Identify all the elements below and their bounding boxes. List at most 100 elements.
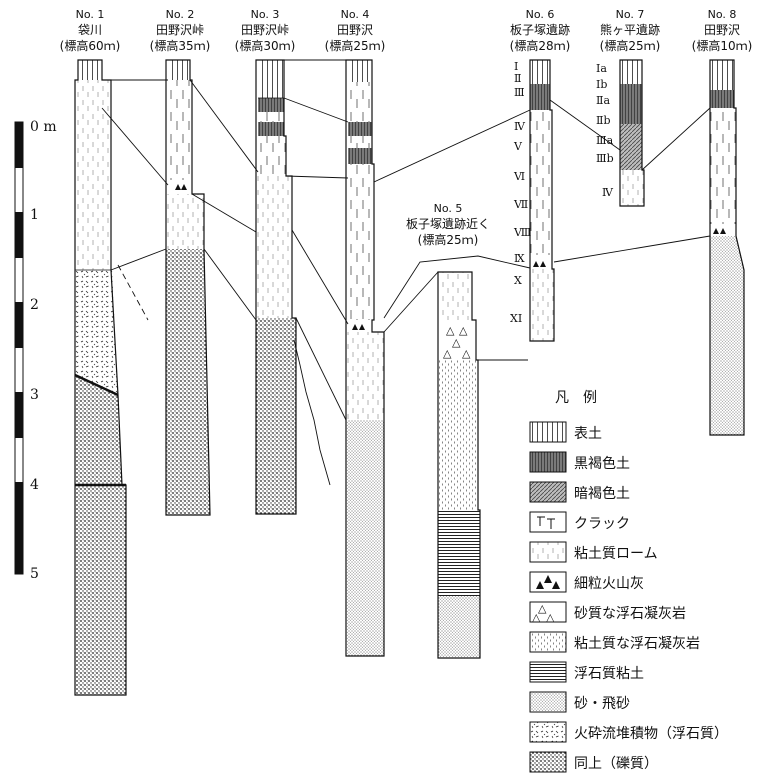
layer-black-brown <box>620 84 642 124</box>
layer-label: ⅩⅠ <box>510 312 522 325</box>
layer-sand <box>438 596 480 658</box>
layer-label: Ⅷ <box>513 226 531 239</box>
column-elevation: (標高25ｍ) <box>418 232 479 247</box>
column-elevation: (標高35ｍ) <box>150 38 211 53</box>
svg-text:△: △ <box>459 324 468 337</box>
layer-clay-loam <box>256 176 292 318</box>
header-no3: No. 3 田野沢峠 (標高30ｍ) <box>235 8 296 53</box>
legend-item: 浮石質粘土 <box>529 661 644 683</box>
column-no8 <box>709 59 745 436</box>
layer-clay-tuff <box>438 360 478 510</box>
column-no2 <box>165 59 211 516</box>
layer-label: Ⅰ <box>514 60 518 73</box>
legend-label: 砂・飛砂 <box>574 696 630 712</box>
layer-label: Ⅳ <box>602 186 614 199</box>
layer-label: Ⅳ <box>514 120 526 133</box>
column-no4 <box>345 59 385 657</box>
column-place: 田野沢 <box>337 23 373 37</box>
layer-gravel <box>75 375 122 485</box>
legend-label: 細粒火山灰 <box>574 576 644 592</box>
layer-dark-brown <box>620 124 642 170</box>
svg-text:△: △ <box>446 324 455 337</box>
column-number: No. 7 <box>616 8 645 21</box>
layer-pyroclastic-flow <box>75 270 118 395</box>
layer-label: Ⅶ <box>513 198 528 211</box>
scale-label: 5 <box>30 566 39 582</box>
legend: 凡 例 表土 黒褐色土 暗褐色土 クラック 粘土質ローム 細粒火山灰 <box>529 390 728 773</box>
column-number: No. 6 <box>526 8 555 21</box>
legend-item: 細粒火山灰 <box>529 571 644 593</box>
legend-item: クラック <box>529 511 630 533</box>
layer-crack <box>710 108 736 224</box>
layer-clay-loam <box>620 170 644 206</box>
column-number: No. 4 <box>341 8 370 21</box>
legend-label: 粘土質ローム <box>574 546 658 562</box>
layer-label: Ⅴ <box>513 140 523 153</box>
layer-topsoil <box>78 60 102 80</box>
column-place: 田野沢 <box>704 23 740 37</box>
scale-segment <box>15 482 23 574</box>
layer-black-brown <box>258 98 284 112</box>
layer-topsoil <box>710 60 734 90</box>
column-number: No. 8 <box>708 8 737 21</box>
layer-black-brown <box>530 84 550 110</box>
legend-label: クラック <box>574 516 630 532</box>
layer-crack <box>168 80 192 180</box>
legend-label: 黒褐色土 <box>574 455 630 472</box>
svg-text:△: △ <box>538 602 547 615</box>
layer-sand <box>710 236 744 435</box>
legend-label: 暗褐色土 <box>574 485 630 502</box>
layer-label: Ⅱ <box>514 72 521 85</box>
column-no3 <box>255 59 297 515</box>
column-number: No. 1 <box>76 8 105 21</box>
header-no8: No. 8 田野沢 (標高10ｍ) <box>692 8 753 53</box>
layer-gravel <box>166 249 210 515</box>
header-no1: No. 1 袋川 (標高60ｍ) <box>60 8 121 53</box>
column-number: No. 3 <box>251 8 280 21</box>
column-place: 板子塚遺跡 <box>510 22 570 37</box>
legend-item: 砂・飛砂 <box>529 691 630 713</box>
column-place: 田野沢峠 <box>241 22 289 37</box>
column-no5: △△ △ △△ <box>437 271 528 659</box>
column-place: 熊ヶ平遺跡 <box>600 22 660 37</box>
legend-label: 砂質な浮石凝灰岩 <box>574 606 686 622</box>
legend-title: 凡 例 <box>555 390 597 406</box>
layer-crack <box>530 110 552 255</box>
column-place: 板子塚遺跡近く <box>406 216 490 231</box>
layer-topsoil <box>620 60 642 84</box>
layer-gravel <box>256 318 296 514</box>
layer-label: Ⅸ <box>514 252 525 265</box>
layer-clay-loam <box>75 80 111 270</box>
legend-item: 暗褐色土 <box>529 481 630 503</box>
layer-black-brown <box>348 122 372 136</box>
column-elevation: (標高60ｍ) <box>60 38 121 53</box>
legend-item: 黒褐色土 <box>529 451 630 473</box>
header-no7: No. 7 熊ヶ平遺跡 (標高25ｍ) <box>600 8 661 53</box>
layer-black-brown <box>710 90 734 108</box>
layer-clay-loam <box>438 272 472 320</box>
layer-label: Ⅱb <box>596 114 611 127</box>
layer-topsoil <box>348 60 372 82</box>
legend-label: 粘土質な浮石凝灰岩 <box>574 636 700 652</box>
depth-scale: 0 m 1 2 3 4 5 <box>14 119 57 582</box>
legend-item: 粘土質ローム <box>529 541 658 563</box>
column-elevation: (標高10ｍ) <box>692 38 753 53</box>
legend-label: 同上（礫質） <box>574 756 658 772</box>
column-number: No. 2 <box>166 8 195 21</box>
correlation-lines <box>101 59 711 486</box>
legend-item: △ △△ 砂質な浮石凝灰岩 <box>529 601 686 624</box>
layer-clay-loam <box>346 332 384 420</box>
legend-label: 浮石質粘土 <box>574 666 644 682</box>
legend-label: 表土 <box>574 426 602 442</box>
layer-pumice-clay <box>438 510 480 596</box>
layer-label: Ⅲb <box>596 152 614 165</box>
legend-item: 同上（礫質） <box>529 751 658 773</box>
layer-sand <box>346 420 384 656</box>
layer-crack <box>258 136 286 176</box>
svg-text:△: △ <box>546 611 555 624</box>
scale-label: 1 <box>30 207 39 223</box>
column-elevation: (標高28ｍ) <box>510 38 571 53</box>
column-place: 田野沢峠 <box>156 22 204 37</box>
scale-label: 0 m <box>30 119 57 135</box>
